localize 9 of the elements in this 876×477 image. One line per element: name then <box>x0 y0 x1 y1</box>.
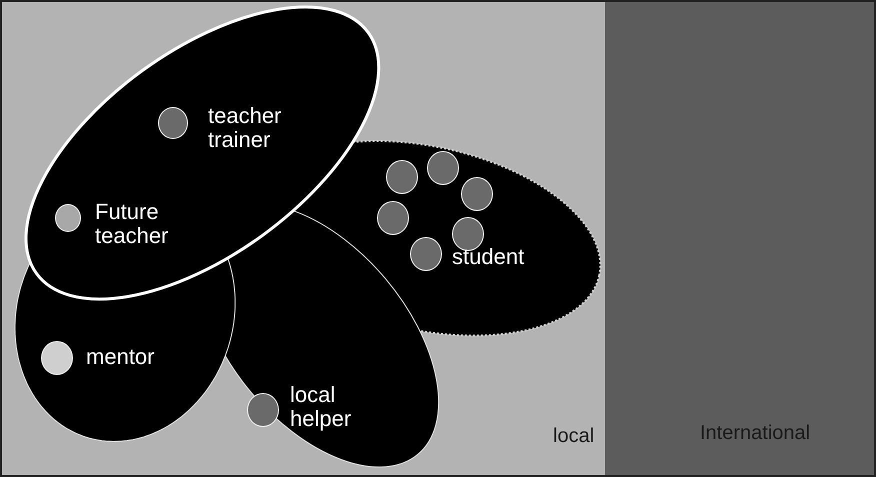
region-band <box>605 2 874 475</box>
region-label: International <box>700 422 810 445</box>
region-label: local <box>553 425 594 448</box>
role-label: Future teacher <box>95 200 170 248</box>
role-label: student <box>452 245 526 270</box>
region-band <box>2 2 605 475</box>
role-label: local helper <box>290 383 352 432</box>
role-label: teacher trainer <box>208 104 282 152</box>
role-label: mentor <box>86 345 156 370</box>
